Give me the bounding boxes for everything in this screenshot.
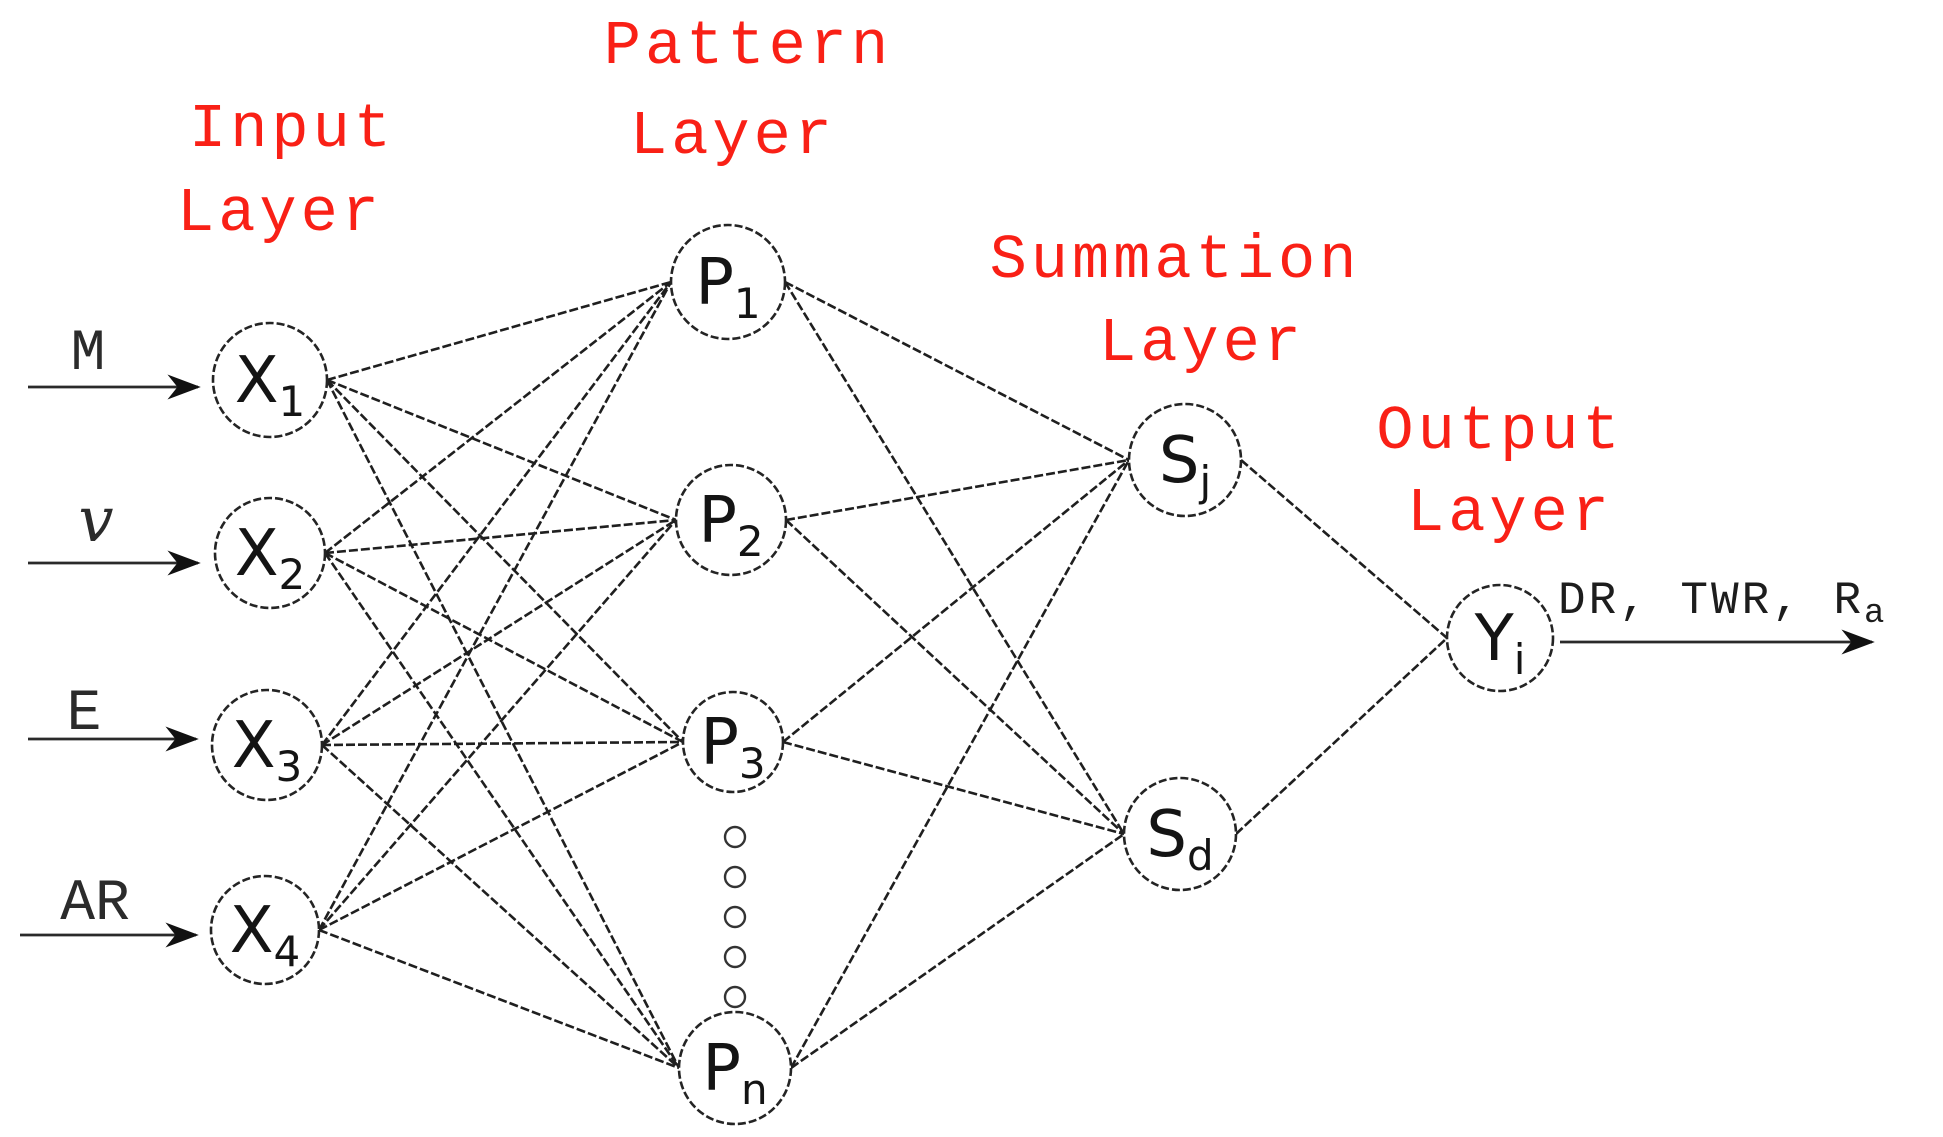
input-arrows xyxy=(20,374,201,948)
edge-x4-p1 xyxy=(317,281,673,931)
ellipsis-dot-3 xyxy=(723,905,747,929)
input-arrow-label-m: M xyxy=(71,322,106,387)
edge-x1-p3 xyxy=(326,379,684,743)
ellipsis-dot-2 xyxy=(723,865,747,889)
node-labels: X1 X2 X3 X4 P1 P2 P3 Pn Sj Sd Yi xyxy=(230,246,1526,1114)
edge-sd-yi xyxy=(1235,637,1448,835)
edge-x3-p2 xyxy=(321,518,677,747)
edge-p2-sj xyxy=(785,458,1130,522)
edge-x2-p1 xyxy=(324,280,672,555)
edge-x4-pn xyxy=(318,928,680,1070)
layer-titles: Input Layer Pattern Layer Summation Laye… xyxy=(177,11,1623,549)
edge-x4-p3 xyxy=(318,740,684,932)
pattern-ellipsis-dots xyxy=(723,825,747,1009)
input-layer-title-line1: Input xyxy=(189,94,395,165)
ellipsis-dot-5 xyxy=(723,985,747,1009)
edge-x1-pn xyxy=(325,379,681,1069)
node-yi-circle xyxy=(1445,583,1555,693)
output-layer-title-line1: Output xyxy=(1376,396,1623,467)
edges-pattern-to-summation xyxy=(782,280,1131,1070)
node-p3-circle xyxy=(681,690,785,794)
edge-x1-p2 xyxy=(326,378,677,522)
node-p1-label: P1 xyxy=(695,246,760,328)
edge-x3-p1 xyxy=(320,281,673,746)
edge-p1-sj xyxy=(784,280,1130,462)
node-x2-label: X2 xyxy=(235,517,306,599)
node-x2-circle xyxy=(213,496,327,610)
edge-x1-p1 xyxy=(326,280,672,382)
node-x1-circle xyxy=(211,321,329,439)
node-sj-label: Sj xyxy=(1159,424,1211,506)
pattern-layer-title-line1: Pattern xyxy=(604,11,892,82)
node-x4-label: X4 xyxy=(230,894,301,976)
node-yi-label: Yi xyxy=(1474,602,1526,684)
pattern-layer-title-line2: Layer xyxy=(630,101,836,172)
ellipsis-dot-1 xyxy=(723,825,747,849)
input-arrow-label-ar: AR xyxy=(60,872,130,937)
input-arrow-label-e: E xyxy=(67,682,102,747)
node-sd-circle xyxy=(1122,776,1238,892)
node-x4-circle xyxy=(209,874,321,986)
node-sj-circle xyxy=(1127,402,1243,518)
node-x1-label: X1 xyxy=(235,344,306,426)
output-arrow-label: DR, TWR, Ra xyxy=(1558,575,1887,633)
input-arrow-label-v: v xyxy=(78,483,113,556)
node-p2-label: P2 xyxy=(698,484,763,566)
node-pn-label: Pn xyxy=(702,1032,767,1114)
edge-pn-sd xyxy=(790,832,1125,1070)
node-x3-label: X3 xyxy=(232,709,303,791)
ellipsis-dot-4 xyxy=(723,945,747,969)
edge-pn-sj xyxy=(789,459,1131,1069)
edge-x3-pn xyxy=(321,744,680,1069)
edges-summation-to-output xyxy=(1235,459,1448,835)
edge-p3-sj xyxy=(782,458,1130,744)
nodes xyxy=(209,223,1555,1126)
summation-layer-title-line2: Layer xyxy=(1099,308,1305,379)
input-layer-title-line2: Layer xyxy=(177,178,383,249)
edge-sj-yi xyxy=(1240,459,1448,639)
summation-layer-title-line1: Summation xyxy=(990,225,1361,296)
edge-x2-p3 xyxy=(324,551,684,744)
node-pn-circle xyxy=(677,1010,793,1126)
edge-p2-sd xyxy=(785,519,1125,835)
edge-x2-p2 xyxy=(324,518,677,555)
node-x3-circle xyxy=(210,688,324,802)
edge-x4-p2 xyxy=(318,519,677,931)
node-p3-label: P3 xyxy=(700,706,765,788)
output-layer-title-line2: Layer xyxy=(1407,478,1613,549)
edge-x3-p3 xyxy=(321,740,684,747)
node-p2-circle xyxy=(674,463,788,577)
node-sd-label: Sd xyxy=(1146,798,1213,880)
node-p1-circle xyxy=(669,223,787,341)
edge-p3-sd xyxy=(782,740,1125,836)
edge-x2-pn xyxy=(323,552,681,1069)
edges-input-to-pattern xyxy=(317,280,684,1070)
